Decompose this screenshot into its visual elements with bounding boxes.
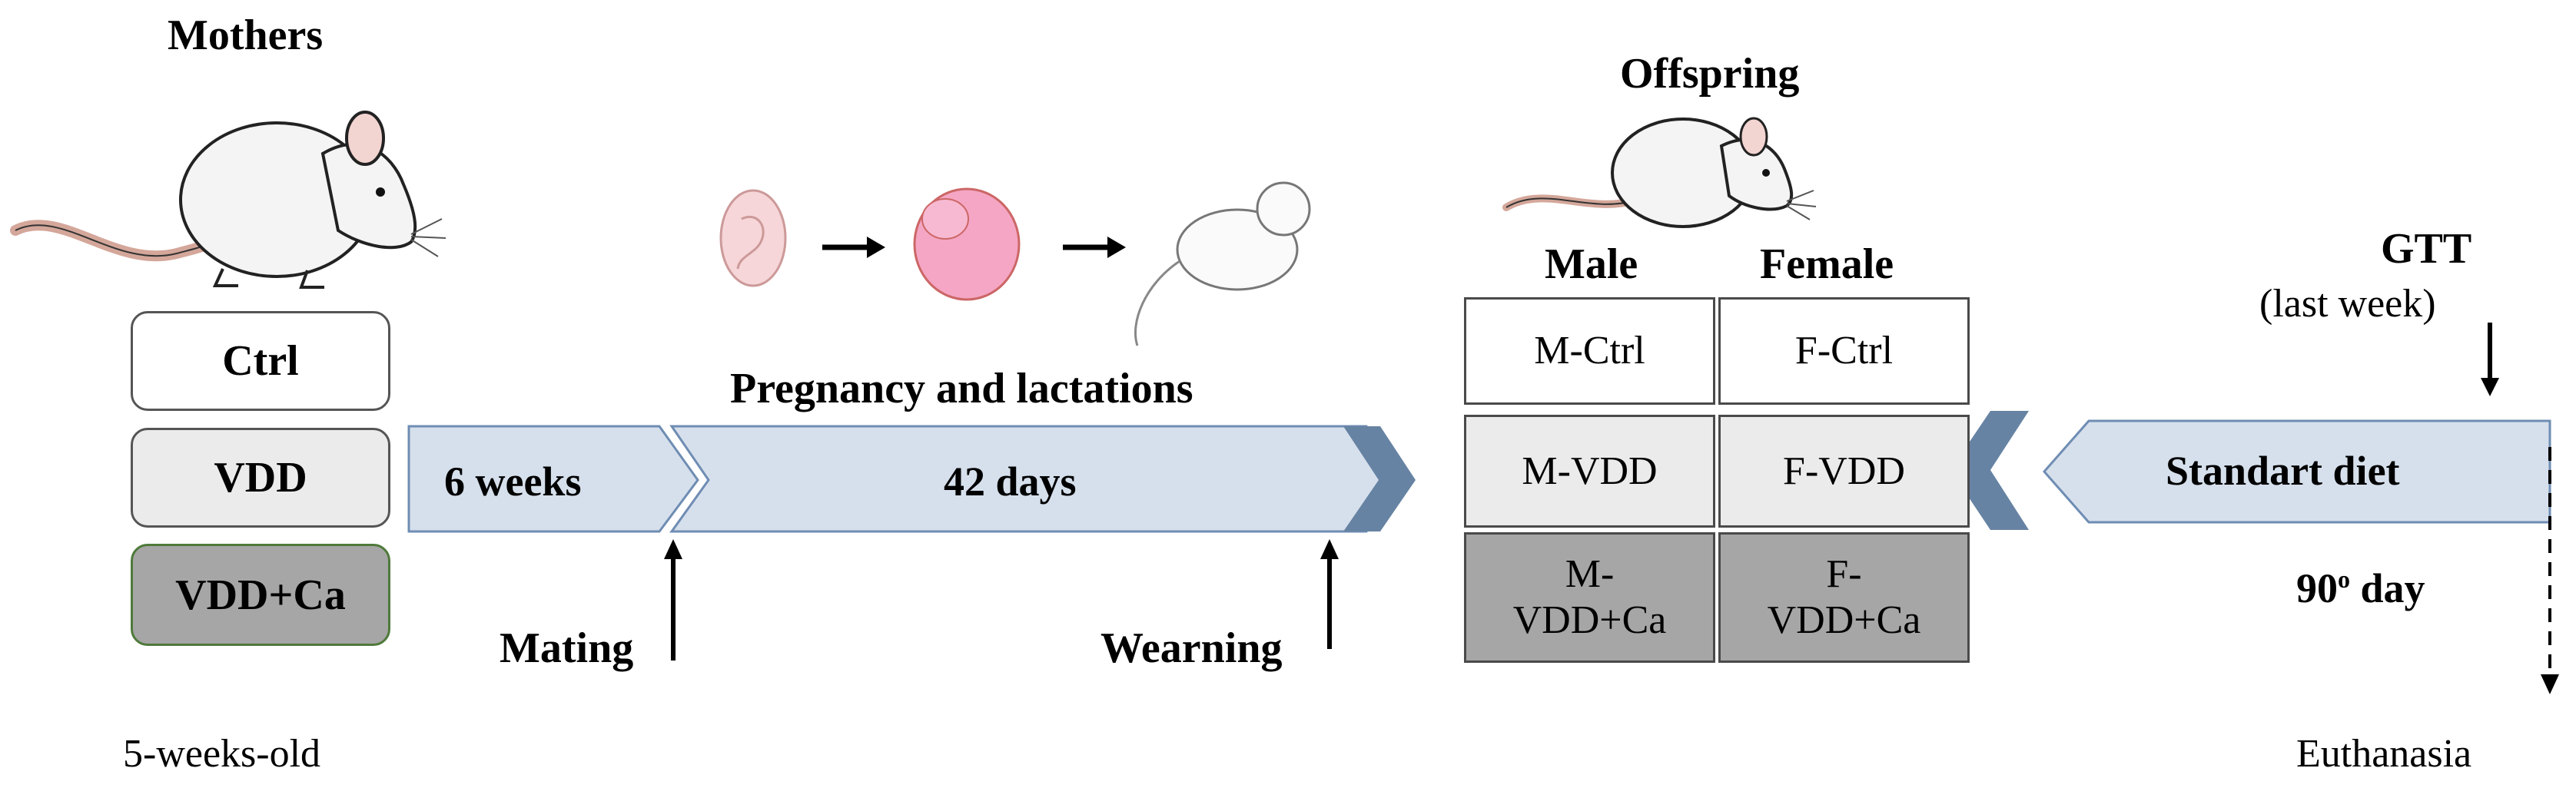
mother-group-ctrl: Ctrl [131,311,390,411]
mating-arrow-icon [664,539,682,559]
pup-icon [1134,181,1311,346]
cell-f-vdd-ca-line2: VDD+Ca [1767,598,1921,642]
cell-m-vdd-ca-line2: VDD+Ca [1512,598,1667,642]
cell-m-vdd-ca-line1: M- [1565,552,1615,597]
euthanasia-arrow-icon [2541,674,2559,694]
period1-arrow [407,425,699,533]
cell-f-ctrl: F-Ctrl [1718,297,1970,405]
phase-label: Pregnancy and lactations [730,365,1193,412]
mother-group-vdd-ca: VDD+Ca [131,544,390,646]
day-superscript: o [2338,565,2350,593]
gtt-label: GTT [2381,225,2472,273]
male-column-header: Male [1545,240,1638,288]
cell-m-vdd: M-VDD [1464,415,1715,528]
mother-group-vdd: VDD [131,428,390,528]
diet-label: Standart diet [2166,448,2400,494]
weaning-label: Wearning [1100,624,1283,672]
offspring-rat-icon [1502,117,1817,228]
gtt-note: (last week) [2259,282,2436,326]
day-value: 90 [2296,565,2338,611]
chevron-right-icon [1343,426,1416,531]
period2-label: 42 days [944,459,1077,505]
gtt-arrow-icon [2481,378,2499,396]
cell-m-ctrl-text: M-Ctrl [1534,329,1645,373]
period1-label: 6 weeks [444,459,582,505]
day-suffix: day [2350,565,2425,611]
cell-m-vdd-text: M-VDD [1522,449,1658,493]
chevron-left-icon [1950,411,2029,530]
weaning-arrow-icon [1320,539,1339,559]
mother-age-label: 5-weeks-old [123,732,321,776]
cell-m-vdd-ca: M- VDD+Ca [1464,532,1715,663]
mothers-title: Mothers [168,12,324,59]
cell-f-vdd-text: F-VDD [1783,449,1905,493]
cell-f-vdd-ca-line1: F- [1826,552,1862,597]
cell-f-vdd: F-VDD [1718,415,1970,528]
day-label: 90o day [2296,567,2425,609]
cell-m-ctrl: M-Ctrl [1464,297,1715,405]
female-column-header: Female [1760,240,1894,288]
mating-label: Mating [500,624,634,672]
offspring-title: Offspring [1620,50,1800,98]
mother-rat-icon [10,111,446,289]
cell-f-vdd-ca: F- VDD+Ca [1718,532,1970,663]
euthanasia-label: Euthanasia [2296,732,2472,776]
cell-f-ctrl-text: F-Ctrl [1794,329,1894,373]
embryo-icon [719,189,787,287]
